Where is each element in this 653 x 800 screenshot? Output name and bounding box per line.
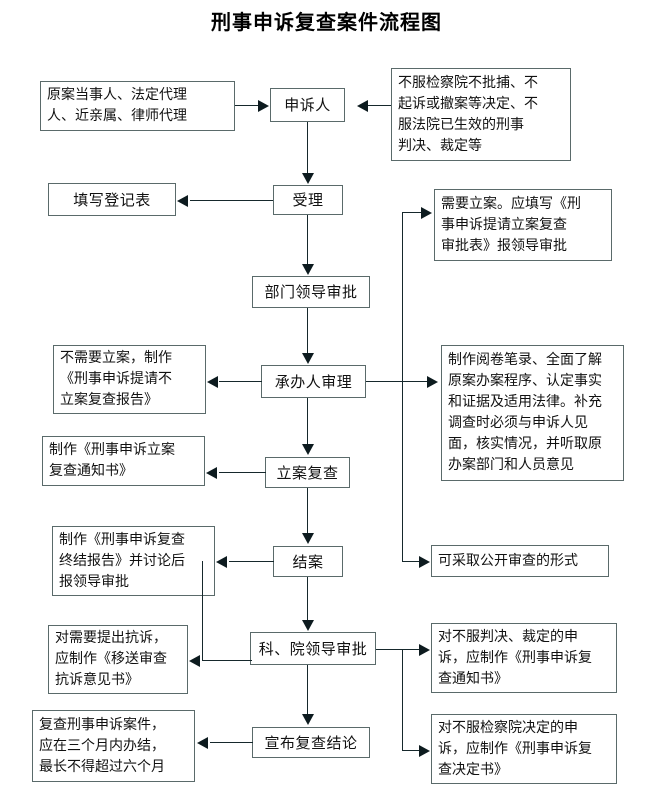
- arrowhead-dept-handler: [302, 353, 314, 364]
- node-register-form: 填写登记表: [48, 183, 176, 216]
- connector-bus-to-procdecision: [402, 750, 422, 751]
- node-grounds: 不服检察院不批捕、不 起诉或撤案等决定、不 服法院已生效的刑事 判决、裁定等: [391, 68, 571, 161]
- node-handler-review: 承办人审理: [261, 365, 366, 398]
- arrowhead-close-finalreport: [216, 556, 227, 568]
- arrowhead-handler-filing: [302, 444, 314, 455]
- connector-bus-right-upper: [402, 212, 403, 382]
- connector-filing-close: [307, 488, 308, 534]
- node-announce: 宣布复查结论: [252, 727, 370, 758]
- arrowhead-close-leader: [302, 620, 314, 631]
- arrowhead-bus-needcase: [421, 207, 432, 219]
- node-close-case: 结案: [273, 546, 343, 577]
- connector-bus-to-needcase: [402, 212, 423, 213]
- connector-handler-detail: [366, 381, 428, 382]
- node-public-review: 可采取公开审查的形式: [431, 545, 609, 577]
- connector-right-bus-lower: [402, 649, 403, 750]
- node-applicants: 原案当事人、法定代理 人、近亲属、律师代理: [40, 81, 235, 131]
- connector-handler-filing: [307, 398, 308, 445]
- arrowhead-filing-close: [302, 533, 314, 544]
- arrowhead-handler-nocase: [207, 376, 218, 388]
- arrowhead-bus-procdecision: [419, 745, 430, 757]
- node-review-detail: 制作阅卷笔录、全面了解 原案办案程序、认定事实 和证据及适用法律。补充 调查时必…: [441, 345, 624, 481]
- node-protest-doc: 对需要提出抗诉， 应制作《移送审查 抗诉意见书》: [48, 625, 188, 694]
- connector-filing-notice: [219, 472, 266, 473]
- connector-handler-nocase: [219, 381, 262, 382]
- node-procuratorate-decision: 对不服检察院决定的申 诉，应制作《刑事申诉复 查决定书》: [431, 714, 617, 784]
- node-filing-review: 立案复查: [265, 457, 350, 488]
- connector-accept-register: [190, 200, 273, 201]
- connector-bus-right-lower: [402, 382, 403, 561]
- connector-leader-right: [376, 649, 422, 650]
- node-time-limit: 复查刑事申诉案件， 应在三个月内办结， 最长不得超过六个月: [32, 710, 195, 782]
- node-accept: 受理: [273, 185, 343, 215]
- page-title: 刑事申诉复查案件流程图: [211, 10, 442, 34]
- connector-applicants-appellant: [235, 105, 259, 106]
- arrowhead-leader-protest: [189, 655, 200, 667]
- arrowhead-announce-timelimit: [197, 737, 208, 749]
- node-leader-approval: 科、院领导审批: [250, 632, 376, 665]
- arrowhead-handler-detail: [427, 376, 438, 388]
- arrowhead-accept-dept: [302, 264, 314, 275]
- arrowhead-applicants-appellant: [258, 100, 269, 112]
- node-final-report: 制作《刑事申诉复查 终结报告》并讨论后 报领导审批: [52, 526, 215, 596]
- connector-announce-timelimit: [210, 742, 253, 743]
- arrowhead-grounds-appellant: [357, 100, 368, 112]
- node-no-case: 不需要立案，制作 《刑事申诉提请不 立案复查报告》: [53, 345, 206, 414]
- connector-leader-announce: [307, 665, 308, 715]
- arrowhead-leader-announce: [302, 714, 314, 725]
- arrowhead-appellant-accept: [302, 173, 314, 184]
- connector-grounds-appellant: [368, 105, 391, 106]
- arrowhead-accept-register: [177, 195, 188, 207]
- node-dept-approval: 部门领导审批: [252, 276, 370, 308]
- connector-left-bus: [202, 561, 203, 661]
- node-need-case: 需要立案。应填写《刑 事申诉提请立案复查 审批表》报领导审批: [434, 189, 612, 261]
- connector-close-finalreport: [229, 561, 274, 562]
- arrowhead-bus-publicreview: [419, 556, 430, 568]
- connector-accept-dept: [307, 215, 308, 265]
- node-filing-notice: 制作《刑事申诉立案 复查通知书》: [42, 436, 205, 486]
- connector-appellant-accept: [307, 122, 308, 174]
- connector-leader-protest-h: [202, 660, 252, 661]
- connector-bus-to-publicreview: [402, 561, 422, 562]
- arrowhead-leader-verdict: [419, 644, 430, 656]
- node-verdict-notice: 对不服判决、裁定的申 诉，应制作《刑事申诉复 查通知书》: [431, 623, 617, 693]
- node-appellant: 申诉人: [270, 88, 345, 122]
- connector-dept-handler: [307, 308, 308, 354]
- arrowhead-filing-notice: [206, 467, 217, 479]
- connector-close-leader: [307, 577, 308, 621]
